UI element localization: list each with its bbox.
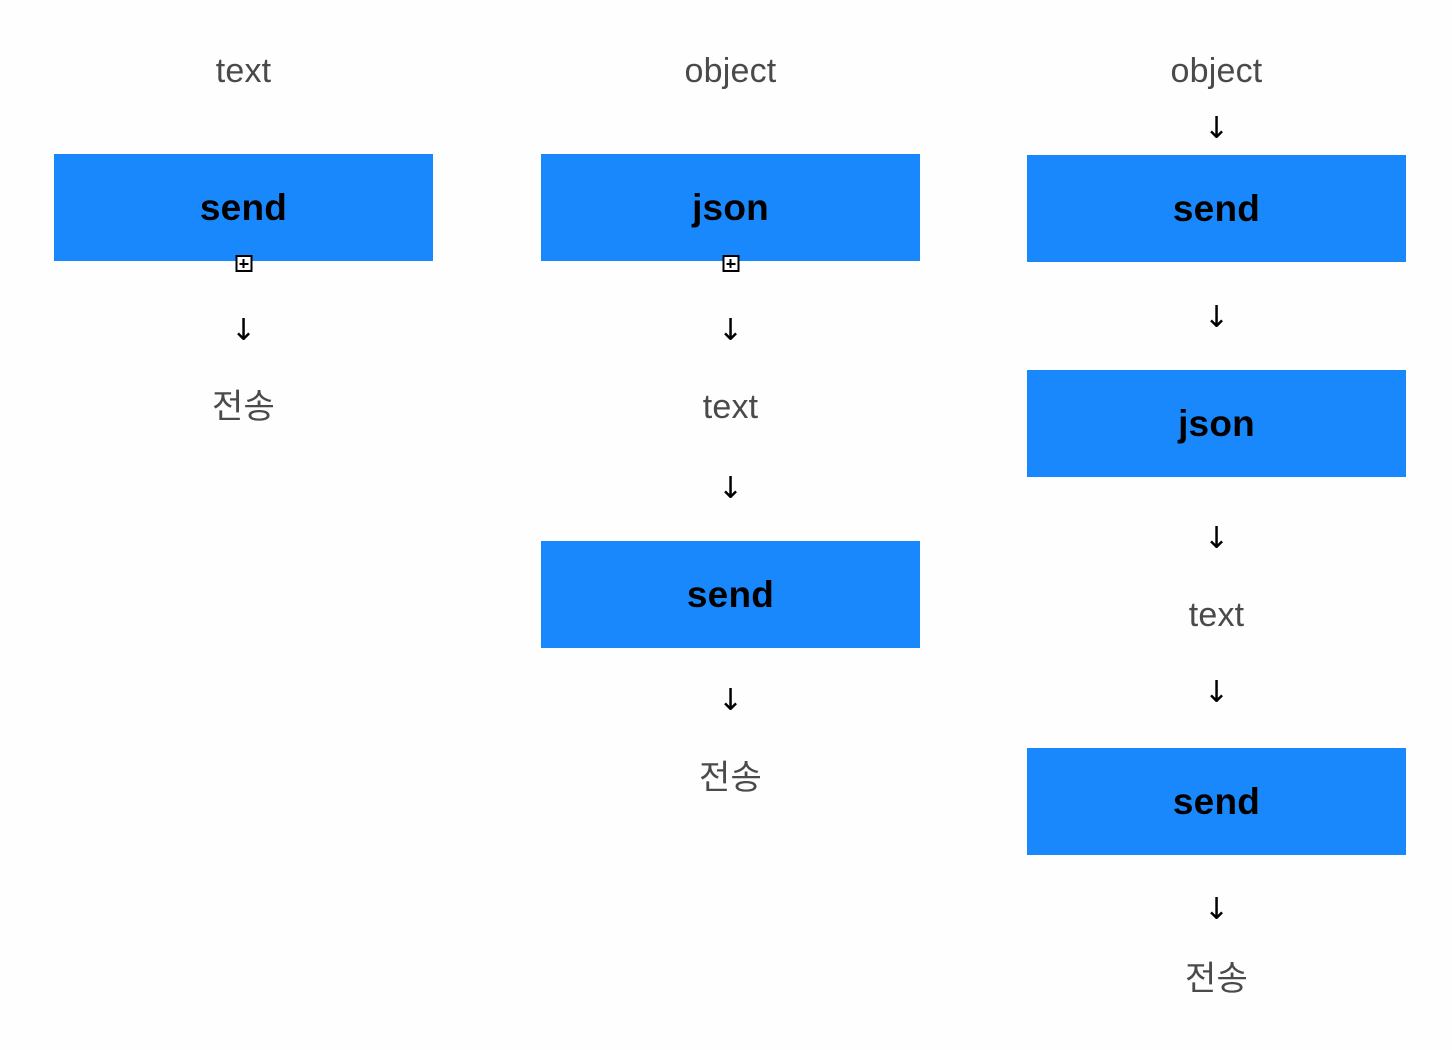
send-block-inner[interactable]: send: [1027, 748, 1406, 855]
flow-arrow: ↓: [1203, 675, 1230, 710]
json-block[interactable]: json: [1027, 370, 1406, 477]
json-block[interactable]: json: [541, 154, 920, 272]
object-json-send-flow: object json ↓ text ↓ send ↓ 전송: [541, 0, 920, 1050]
intermediate-type-label: text: [1188, 596, 1245, 634]
send-block[interactable]: send: [54, 154, 433, 272]
input-type-label: object: [684, 52, 777, 90]
flow-arrow: ↓: [230, 313, 257, 348]
output-label: 전송: [699, 759, 762, 797]
resize-plus-handle-icon[interactable]: [235, 255, 252, 272]
flow-arrow: ↓: [1203, 521, 1230, 556]
intermediate-type-label: text: [702, 388, 759, 426]
text-send-flow: text send ↓ 전송: [54, 0, 433, 1050]
input-type-label: object: [1170, 52, 1263, 90]
output-label: 전송: [1185, 960, 1248, 998]
flow-arrow: ↓: [717, 313, 744, 348]
flow-arrow: ↓: [1203, 892, 1230, 927]
send-block[interactable]: send: [541, 541, 920, 648]
flow-arrow: ↓: [1203, 300, 1230, 335]
flow-arrow: ↓: [717, 683, 744, 718]
send-block-outer[interactable]: send: [1027, 155, 1406, 262]
flow-arrow: ↓: [1203, 111, 1230, 146]
flow-arrow: ↓: [717, 471, 744, 506]
input-type-label: text: [215, 52, 272, 90]
output-label: 전송: [212, 388, 275, 426]
object-send-json-text-send-flow: object ↓ send ↓ json ↓ text ↓ send ↓ 전송: [1027, 0, 1406, 1050]
resize-plus-handle-icon[interactable]: [722, 255, 739, 272]
